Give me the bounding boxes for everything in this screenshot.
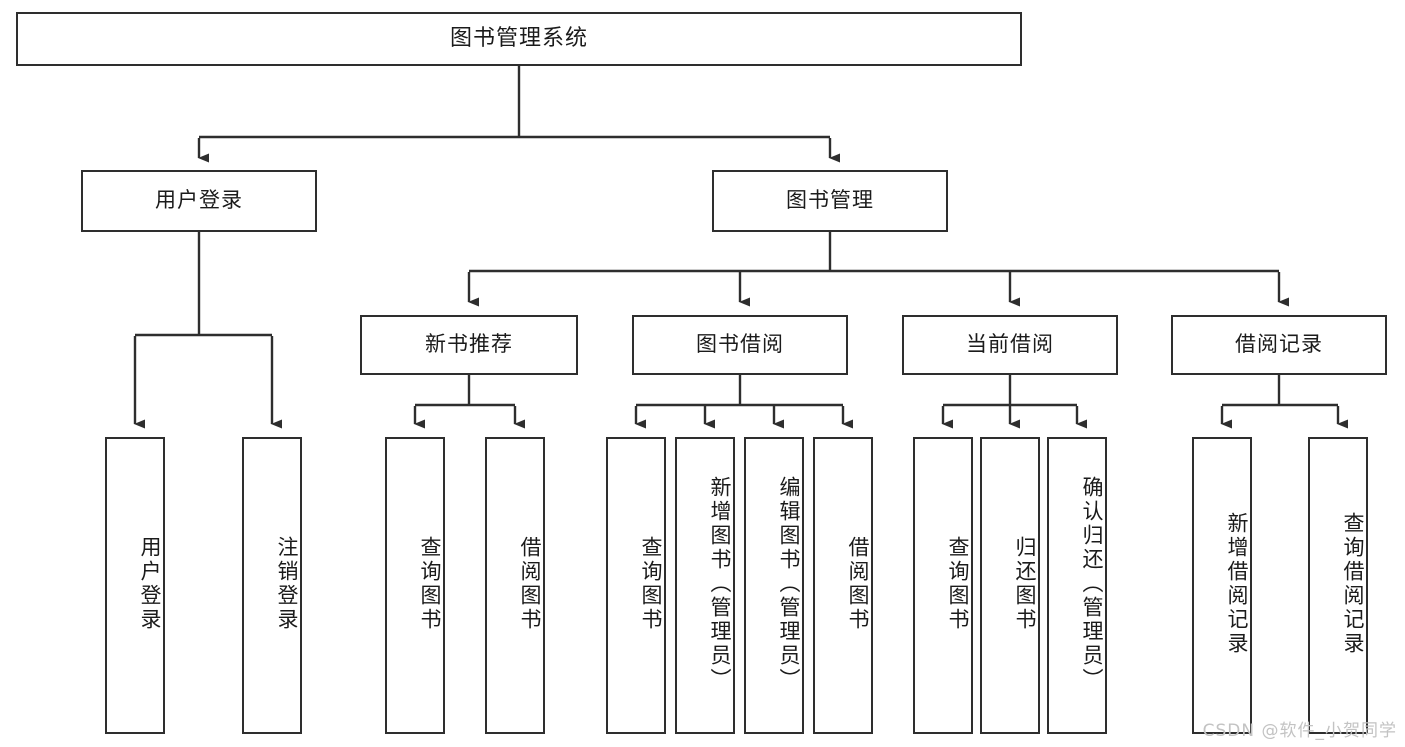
node-current-borrow[interactable]: 当前借阅 <box>902 315 1118 375</box>
leaf-query-book-3[interactable]: 查询图书 <box>913 437 973 734</box>
leaf-query-book-2[interactable]: 查询图书 <box>606 437 666 734</box>
node-user-login[interactable]: 用户登录 <box>81 170 317 232</box>
leaf-borrow-book-1[interactable]: 借阅图书 <box>485 437 545 734</box>
leaf-logout-login[interactable]: 注销登录 <box>242 437 302 734</box>
leaf-query-book-1[interactable]: 查询图书 <box>385 437 445 734</box>
node-new-book-recommend[interactable]: 新书推荐 <box>360 315 578 375</box>
node-book-manage[interactable]: 图书管理 <box>712 170 948 232</box>
leaf-edit-book[interactable]: 编辑图书（管理员） <box>744 437 804 734</box>
node-borrow-record[interactable]: 借阅记录 <box>1171 315 1387 375</box>
leaf-query-record[interactable]: 查询借阅记录 <box>1308 437 1368 734</box>
leaf-user-login[interactable]: 用户登录 <box>105 437 165 734</box>
leaf-add-book[interactable]: 新增图书（管理员） <box>675 437 735 734</box>
leaf-return-book[interactable]: 归还图书 <box>980 437 1040 734</box>
leaf-confirm-return[interactable]: 确认归还（管理员） <box>1047 437 1107 734</box>
node-book-borrow[interactable]: 图书借阅 <box>632 315 848 375</box>
leaf-borrow-book-2[interactable]: 借阅图书 <box>813 437 873 734</box>
csdn-watermark: CSDN @软件_小贺同学 <box>1202 721 1397 741</box>
leaf-add-record[interactable]: 新增借阅记录 <box>1192 437 1252 734</box>
node-root[interactable]: 图书管理系统 <box>16 12 1022 66</box>
